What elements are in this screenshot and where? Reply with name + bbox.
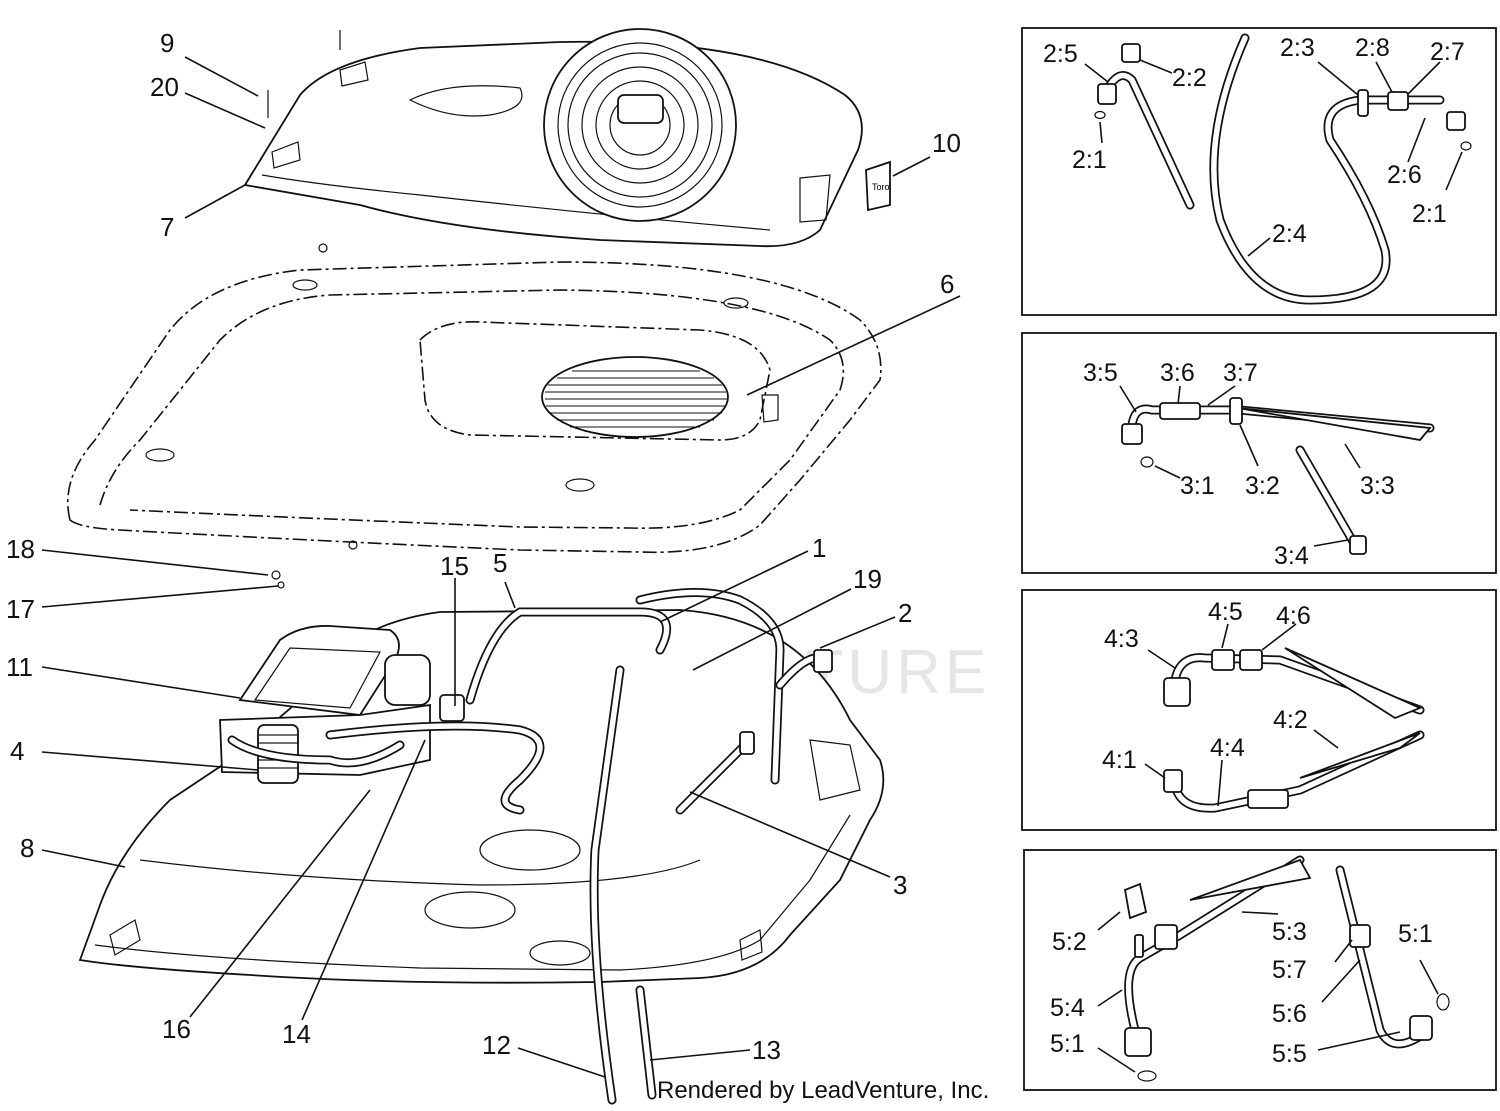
inset2-callout-2-5[interactable]: 2:5 xyxy=(1043,40,1078,68)
roof-cover xyxy=(243,28,863,248)
inset5-callout-5-5[interactable]: 5:5 xyxy=(1272,1040,1307,1068)
inset2-callout-2-8[interactable]: 2:8 xyxy=(1355,34,1390,62)
inset2-callout-2-3[interactable]: 2:3 xyxy=(1280,34,1315,62)
nut-icon xyxy=(348,540,358,550)
washer-icon xyxy=(271,570,281,580)
inset2-callout-2-1b[interactable]: 2:1 xyxy=(1412,200,1447,228)
inset4-callout-4-3[interactable]: 4:3 xyxy=(1104,625,1139,653)
inset4-callout-4-2[interactable]: 4:2 xyxy=(1273,706,1308,734)
inset3-callout-3-1[interactable]: 3:1 xyxy=(1180,472,1215,500)
callout-13[interactable]: 13 xyxy=(752,1035,781,1065)
inset2-callout-2-6[interactable]: 2:6 xyxy=(1387,161,1422,189)
inset5-callout-5-4[interactable]: 5:4 xyxy=(1050,994,1085,1022)
inset-panel-4: 4:3 4:5 4:6 4:2 4:1 4:4 xyxy=(1021,589,1497,831)
callout-9[interactable]: 9 xyxy=(160,28,174,58)
inset-panel-3: 3:5 3:6 3:7 3:1 3:2 3:3 3:4 xyxy=(1021,332,1497,574)
callout-12[interactable]: 12 xyxy=(482,1030,511,1060)
inset-panel-5: 5:2 5:3 5:1 5:7 5:4 5:6 5:1 5:5 xyxy=(1023,849,1497,1091)
render-credit: Rendered by LeadVenture, Inc. xyxy=(657,1077,989,1104)
callout-10[interactable]: 10 xyxy=(932,128,961,158)
callout-11[interactable]: 11 xyxy=(6,652,33,682)
main-leaders xyxy=(41,56,961,1078)
inset2-callout-2-1[interactable]: 2:1 xyxy=(1072,146,1107,174)
inset2-callout-2-4[interactable]: 2:4 xyxy=(1272,220,1307,248)
callout-3[interactable]: 3 xyxy=(893,870,907,900)
hose-set xyxy=(227,588,833,1105)
callout-4[interactable]: 4 xyxy=(10,736,24,766)
inset3-callout-3-2[interactable]: 3:2 xyxy=(1245,472,1280,500)
inset3-callout-3-4[interactable]: 3:4 xyxy=(1274,542,1309,570)
svg-text:Toro: Toro xyxy=(872,182,890,192)
headliner xyxy=(67,261,882,554)
callout-14[interactable]: 14 xyxy=(282,1019,311,1049)
decal: Toro xyxy=(865,160,891,212)
callout-1[interactable]: 1 xyxy=(812,533,826,563)
nut-icon xyxy=(318,243,328,253)
callout-17[interactable]: 17 xyxy=(6,594,35,624)
inset5-callout-5-2[interactable]: 5:2 xyxy=(1052,928,1087,956)
inset5-callout-5-1b[interactable]: 5:1 xyxy=(1050,1030,1085,1058)
inset4-callout-4-5[interactable]: 4:5 xyxy=(1208,598,1243,626)
inset4-callout-4-4[interactable]: 4:4 xyxy=(1210,734,1245,762)
inset5-callout-5-3[interactable]: 5:3 xyxy=(1272,918,1307,946)
callout-15[interactable]: 15 xyxy=(440,551,469,581)
inset2-callout-2-2[interactable]: 2:2 xyxy=(1172,64,1207,92)
inset-panel-2: 2:5 2:2 2:1 2:4 2:3 2:8 2:7 2:6 2:1 xyxy=(1021,27,1497,316)
callout-7[interactable]: 7 xyxy=(160,212,174,242)
inset4-callout-4-6[interactable]: 4:6 xyxy=(1276,602,1311,630)
inset4-callout-4-1[interactable]: 4:1 xyxy=(1102,746,1137,774)
callout-19[interactable]: 19 xyxy=(853,564,882,594)
callout-18[interactable]: 18 xyxy=(6,534,35,564)
callout-16[interactable]: 16 xyxy=(162,1014,191,1044)
callout-8[interactable]: 8 xyxy=(20,833,34,863)
inset2-callout-2-7[interactable]: 2:7 xyxy=(1430,38,1465,66)
callout-20[interactable]: 20 xyxy=(150,72,179,102)
callout-2[interactable]: 2 xyxy=(898,598,912,628)
inset3-callout-3-7[interactable]: 3:7 xyxy=(1223,359,1258,387)
inset5-callout-5-6[interactable]: 5:6 xyxy=(1272,1000,1307,1028)
main-callouts: 9 20 7 10 6 18 17 11 4 8 15 5 1 19 2 3 1… xyxy=(6,28,961,1065)
callout-6[interactable]: 6 xyxy=(940,269,954,299)
inset3-callout-3-3[interactable]: 3:3 xyxy=(1360,472,1395,500)
inset5-callout-5-1[interactable]: 5:1 xyxy=(1398,920,1433,948)
inset3-callout-3-5[interactable]: 3:5 xyxy=(1083,359,1118,387)
inset5-callout-5-7[interactable]: 5:7 xyxy=(1272,956,1307,984)
callout-5[interactable]: 5 xyxy=(493,548,507,578)
nut-icon xyxy=(277,581,285,589)
inset3-callout-3-6[interactable]: 3:6 xyxy=(1160,359,1195,387)
